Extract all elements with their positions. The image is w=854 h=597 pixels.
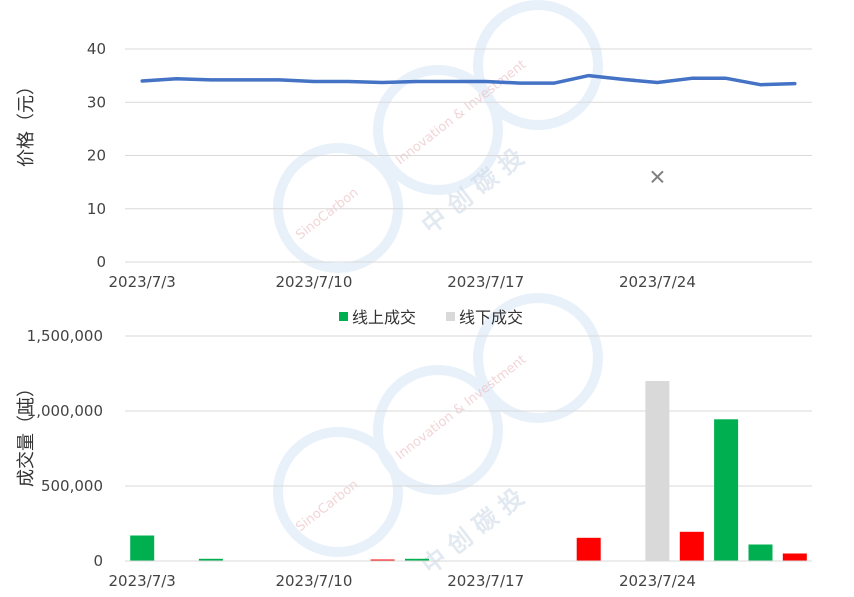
- price-series: [140, 73, 797, 184]
- price-x-tick-label: 2023/7/17: [447, 273, 524, 291]
- price-gridlines: [125, 48, 812, 263]
- price-x-tick-label: 2023/7/3: [108, 273, 175, 291]
- watermark-cn: 中 创 碳 投: [416, 483, 529, 580]
- volume-x-tick-label: 2023/7/3: [108, 572, 175, 590]
- volume-x-tick-label: 2023/7/10: [275, 572, 352, 590]
- volume-bar-online: [405, 558, 429, 562]
- volume-bar-online: [748, 544, 773, 561]
- volume-bars: [125, 381, 812, 562]
- volume-y-tick-label: 1,500,000: [27, 327, 103, 345]
- price-y-tick-label: 10: [87, 200, 106, 218]
- volume-x-tick-label: 2023/7/17: [447, 572, 524, 590]
- price-y-tick-label: 40: [87, 40, 106, 58]
- legend-swatch-offline: [446, 312, 455, 321]
- volume-bar-offline: [645, 381, 670, 561]
- price-y-tick-label: 20: [87, 147, 106, 165]
- volume-y-tick-label: 1,000,000: [27, 402, 103, 420]
- price-y-ticks: 0 10 20 30 40: [87, 40, 106, 271]
- volume-x-ticks: 2023/7/3 2023/7/10 2023/7/17 2023/7/24: [108, 572, 695, 590]
- volume-chart: 线上成交 线下成交 0 500,000 1,000,000 1,500,000 202…: [16, 308, 812, 590]
- volume-bar-online: [198, 558, 223, 562]
- price-x-tick-label: 2023/7/24: [619, 273, 696, 291]
- volume-y-tick-label: 500,000: [41, 477, 103, 495]
- watermark-ring: [473, 293, 603, 423]
- price-y-axis-label: 价格（元）: [16, 77, 37, 167]
- legend-label-online: 线上成交: [352, 308, 416, 327]
- volume-bar-online: [370, 559, 395, 561]
- legend-swatch-online: [339, 312, 348, 321]
- volume-y-axis-label: 成交量（吨）: [16, 379, 37, 487]
- volume-bar-online: [130, 535, 155, 561]
- volume-y-tick-label: 0: [93, 552, 103, 570]
- price-line: [140, 73, 797, 87]
- watermark-ring: [373, 65, 503, 195]
- watermark-ring: [373, 365, 503, 495]
- watermark-brand: SinoCarbon: [293, 185, 361, 243]
- price-x-marker: [651, 170, 664, 184]
- price-y-tick-label: 30: [87, 93, 106, 111]
- watermark: SinoCarbon Innovation & Investment 中 创 碳…: [273, 0, 603, 580]
- watermark-ring: [273, 427, 403, 557]
- volume-bar-online: [782, 553, 807, 561]
- volume-bar-online: [679, 531, 704, 562]
- price-x-tick-label: 2023/7/10: [275, 273, 352, 291]
- volume-bar-online: [576, 537, 601, 562]
- volume-bar-online: [714, 419, 739, 562]
- volume-x-tick-label: 2023/7/24: [619, 572, 696, 590]
- watermark-ring: [273, 143, 403, 273]
- volume-legend: 线上成交 线下成交: [339, 308, 523, 327]
- watermark-ring: [473, 0, 603, 130]
- volume-y-ticks: 0 500,000 1,000,000 1,500,000: [27, 327, 103, 570]
- price-x-ticks: 2023/7/3 2023/7/10 2023/7/17 2023/7/24: [108, 273, 695, 291]
- price-y-tick-label: 0: [96, 253, 106, 271]
- legend-label-offline: 线下成交: [459, 308, 523, 327]
